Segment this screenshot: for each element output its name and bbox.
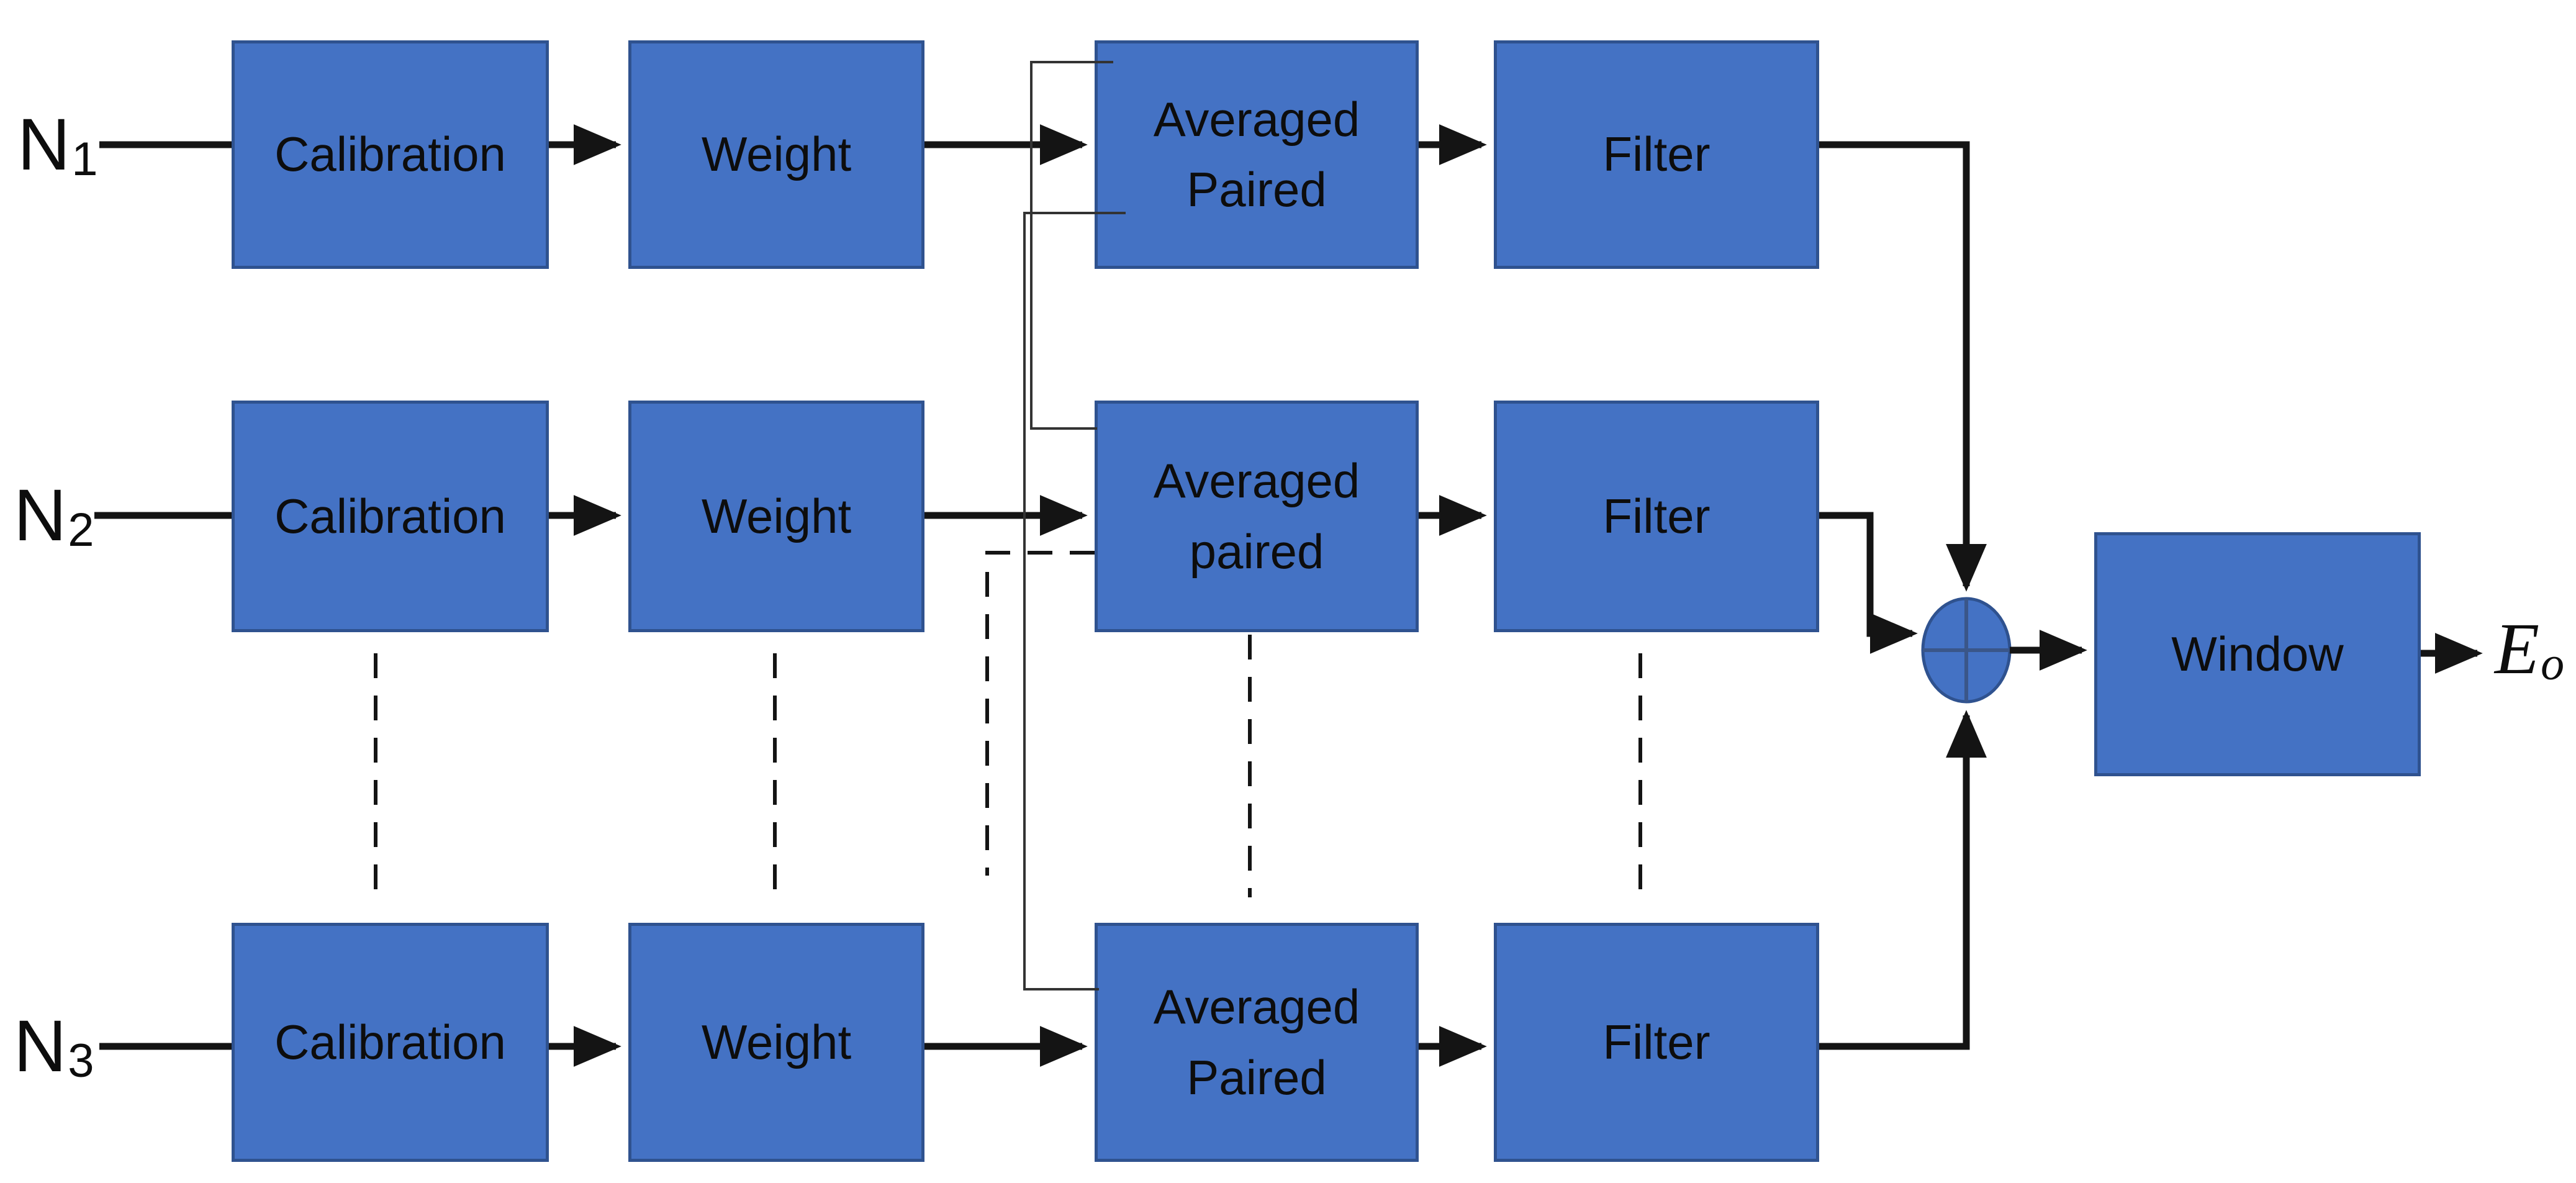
averaged-paired-label2-row2: paired (1189, 524, 1324, 579)
output-eo-subscript: o (2541, 638, 2565, 690)
averaged-paired-block-row1: Averaged Paired (1095, 40, 1419, 269)
weight-block-row1: Weight (628, 40, 924, 269)
sum-junction-circle (1921, 597, 2012, 704)
averaged-paired-block-row2: Averaged paired (1095, 401, 1419, 632)
filter3-to-sum-line (1819, 710, 1987, 1050)
weight-label-row3: Weight (701, 1014, 852, 1069)
input-n3-subscript: 3 (68, 1035, 94, 1087)
input-n3-base: N (14, 1005, 67, 1087)
averaged-paired-label2-row3: Paired (1186, 1049, 1327, 1105)
filter-label-row1: Filter (1602, 127, 1711, 182)
calibration-label-row1: Calibration (274, 127, 506, 182)
output-eo-base: E (2495, 608, 2540, 689)
window-label: Window (2171, 626, 2344, 681)
filter-block-row3: Filter (1494, 923, 1819, 1162)
weight-label-row2: Weight (701, 488, 852, 543)
filter-block-row2: Filter (1494, 401, 1819, 632)
averaged-paired-label2-row1: Paired (1186, 162, 1327, 217)
weight-block-row2: Weight (628, 401, 924, 632)
averaged-paired-label1-row1: Averaged (1153, 91, 1360, 147)
calibration-label-row3: Calibration (274, 1014, 506, 1069)
filter-label-row3: Filter (1602, 1014, 1711, 1069)
input-n2-subscript: 2 (68, 504, 94, 556)
filter2-to-sum-line (1819, 512, 1918, 654)
calibration-block-row1: Calibration (232, 40, 549, 269)
input-n1-subscript: 1 (71, 133, 98, 186)
weight-label-row1: Weight (701, 127, 852, 182)
sum-junction-icon (1921, 597, 2012, 704)
filter1-to-sum-line (1819, 141, 1987, 592)
dashed-connector-into-averaged2 (985, 551, 1095, 876)
averaged-paired-label1-row3: Averaged (1153, 979, 1360, 1035)
input-n2-base: N (14, 474, 67, 556)
window-block: Window (2094, 532, 2421, 776)
calibration-block-row3: Calibration (232, 923, 549, 1162)
input-n1-base: N (17, 104, 71, 186)
calibration-block-row2: Calibration (232, 401, 549, 632)
filter-label-row2: Filter (1602, 488, 1711, 543)
averaged-paired-block-row3: Averaged Paired (1095, 923, 1419, 1162)
calibration-label-row2: Calibration (274, 488, 506, 543)
averaged-paired-label1-row2: Averaged (1153, 453, 1360, 509)
weight-block-row3: Weight (628, 923, 924, 1162)
filter-block-row1: Filter (1494, 40, 1819, 269)
